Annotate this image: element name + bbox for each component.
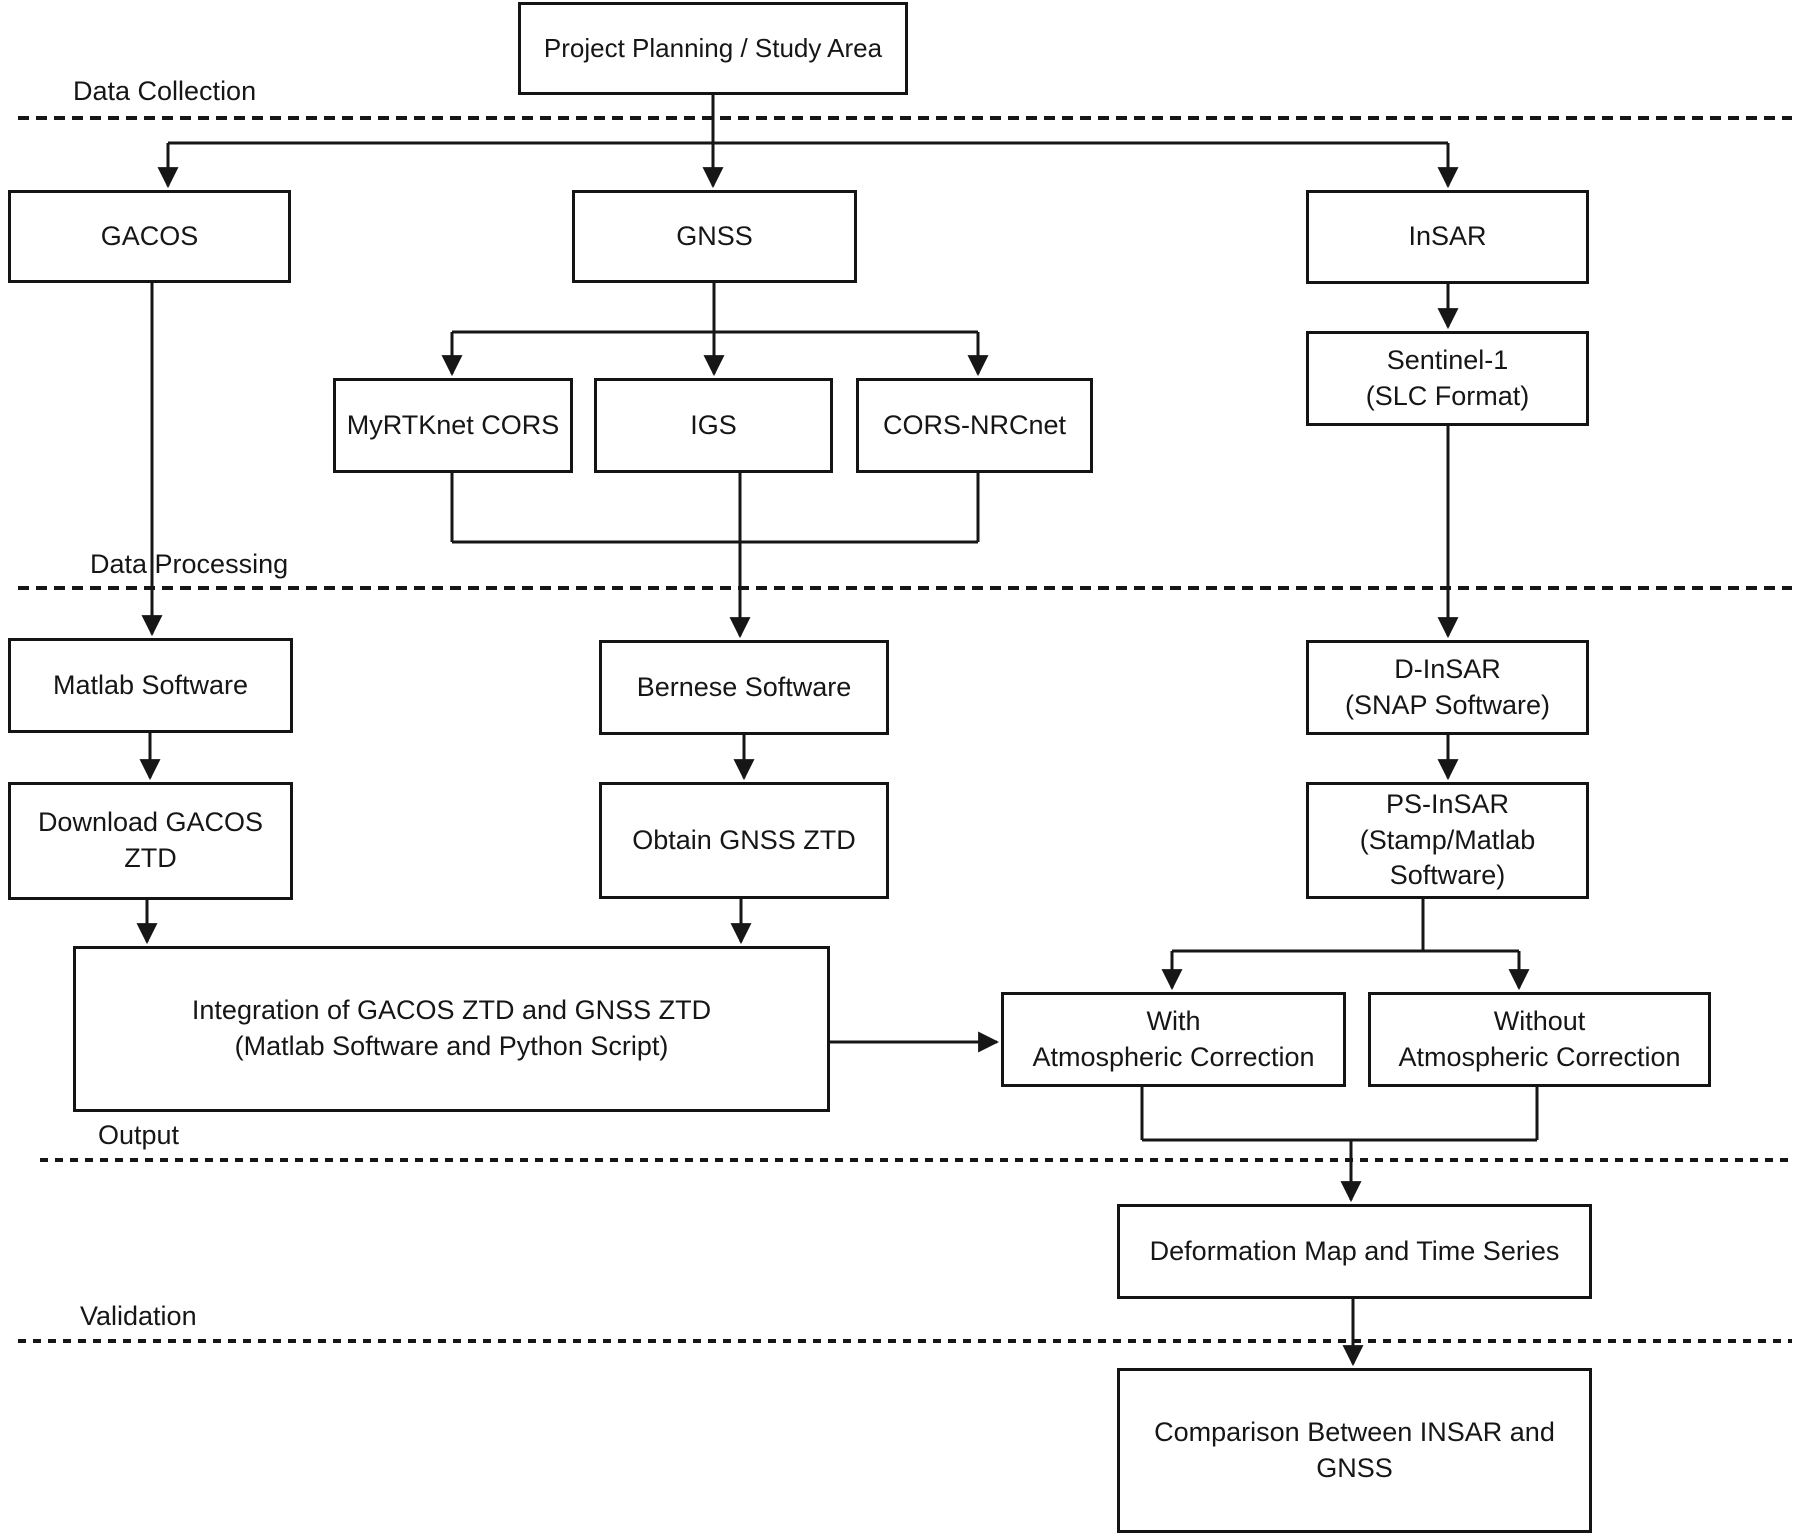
node-gnss: GNSS xyxy=(572,190,857,283)
connectors xyxy=(136,95,1539,1367)
node-comparison: Comparison Between INSAR and GNSS xyxy=(1117,1368,1592,1533)
node-bernese-software: Bernese Software xyxy=(599,640,889,735)
node-insar: InSAR xyxy=(1306,190,1589,284)
section-label-data-processing: Data Processing xyxy=(90,549,289,579)
node-ps-insar: PS-InSAR (Stamp/Matlab Software) xyxy=(1306,782,1589,899)
node-integration: Integration of GACOS ZTD and GNSS ZTD (M… xyxy=(73,946,830,1112)
node-deformation-map: Deformation Map and Time Series xyxy=(1117,1204,1592,1299)
node-gacos: GACOS xyxy=(8,190,291,283)
section-label-data-collection: Data Collection xyxy=(73,76,257,106)
node-cors-nrcnet: CORS-NRCnet xyxy=(856,378,1093,473)
node-without-atmospheric-correction: Without Atmospheric Correction xyxy=(1368,992,1711,1087)
section-label-output: Output xyxy=(98,1120,180,1150)
node-download-gacos-ztd: Download GACOS ZTD xyxy=(8,782,293,900)
section-label-validation: Validation xyxy=(80,1301,197,1331)
node-matlab-software: Matlab Software xyxy=(8,638,293,733)
node-sentinel-1: Sentinel-1 (SLC Format) xyxy=(1306,331,1589,426)
node-myrtknet-cors: MyRTKnet CORS xyxy=(333,378,573,473)
node-d-insar: D-InSAR (SNAP Software) xyxy=(1306,640,1589,735)
node-with-atmospheric-correction: With Atmospheric Correction xyxy=(1001,992,1346,1087)
node-project-planning: Project Planning / Study Area xyxy=(518,2,908,95)
node-igs: IGS xyxy=(594,378,833,473)
node-obtain-gnss-ztd: Obtain GNSS ZTD xyxy=(599,782,889,899)
